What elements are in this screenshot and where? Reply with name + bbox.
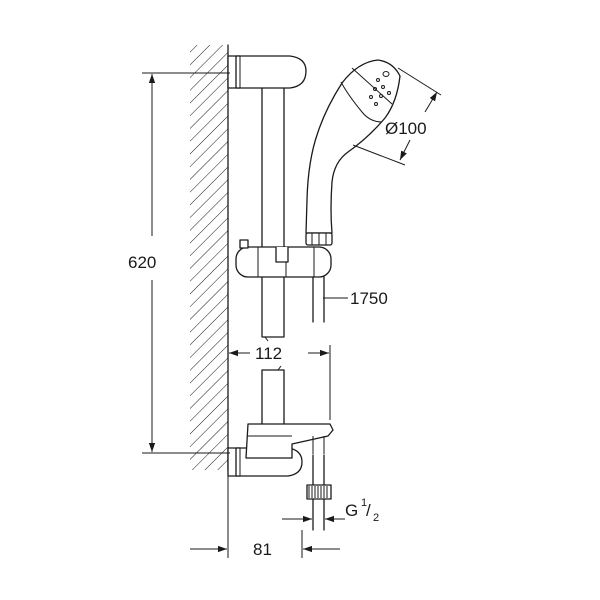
soap-dish: [245, 423, 334, 459]
thread-slash: /: [366, 501, 371, 520]
height-dimension: [142, 72, 230, 454]
height-label: 620: [128, 253, 156, 272]
thread-numerator: 1: [361, 497, 367, 509]
hose-length-label: 1750: [350, 289, 388, 308]
thread-denominator: 2: [373, 512, 379, 524]
diameter-label: Ø100: [385, 119, 427, 138]
thread-label: G: [345, 501, 358, 520]
offset-dimension: [190, 470, 340, 558]
offset-label: 81: [253, 540, 272, 559]
top-bracket: [227, 55, 307, 89]
shower-hose: [312, 276, 325, 323]
hand-shower: [305, 59, 401, 246]
projection-label: 112: [255, 344, 282, 363]
hose-connection: [306, 454, 332, 531]
projection-dimension: [229, 345, 331, 420]
thread-dimension: [282, 436, 345, 523]
sliding-holder: [235, 239, 332, 278]
diameter-dimension: [352, 67, 442, 166]
wall: [190, 44, 229, 471]
